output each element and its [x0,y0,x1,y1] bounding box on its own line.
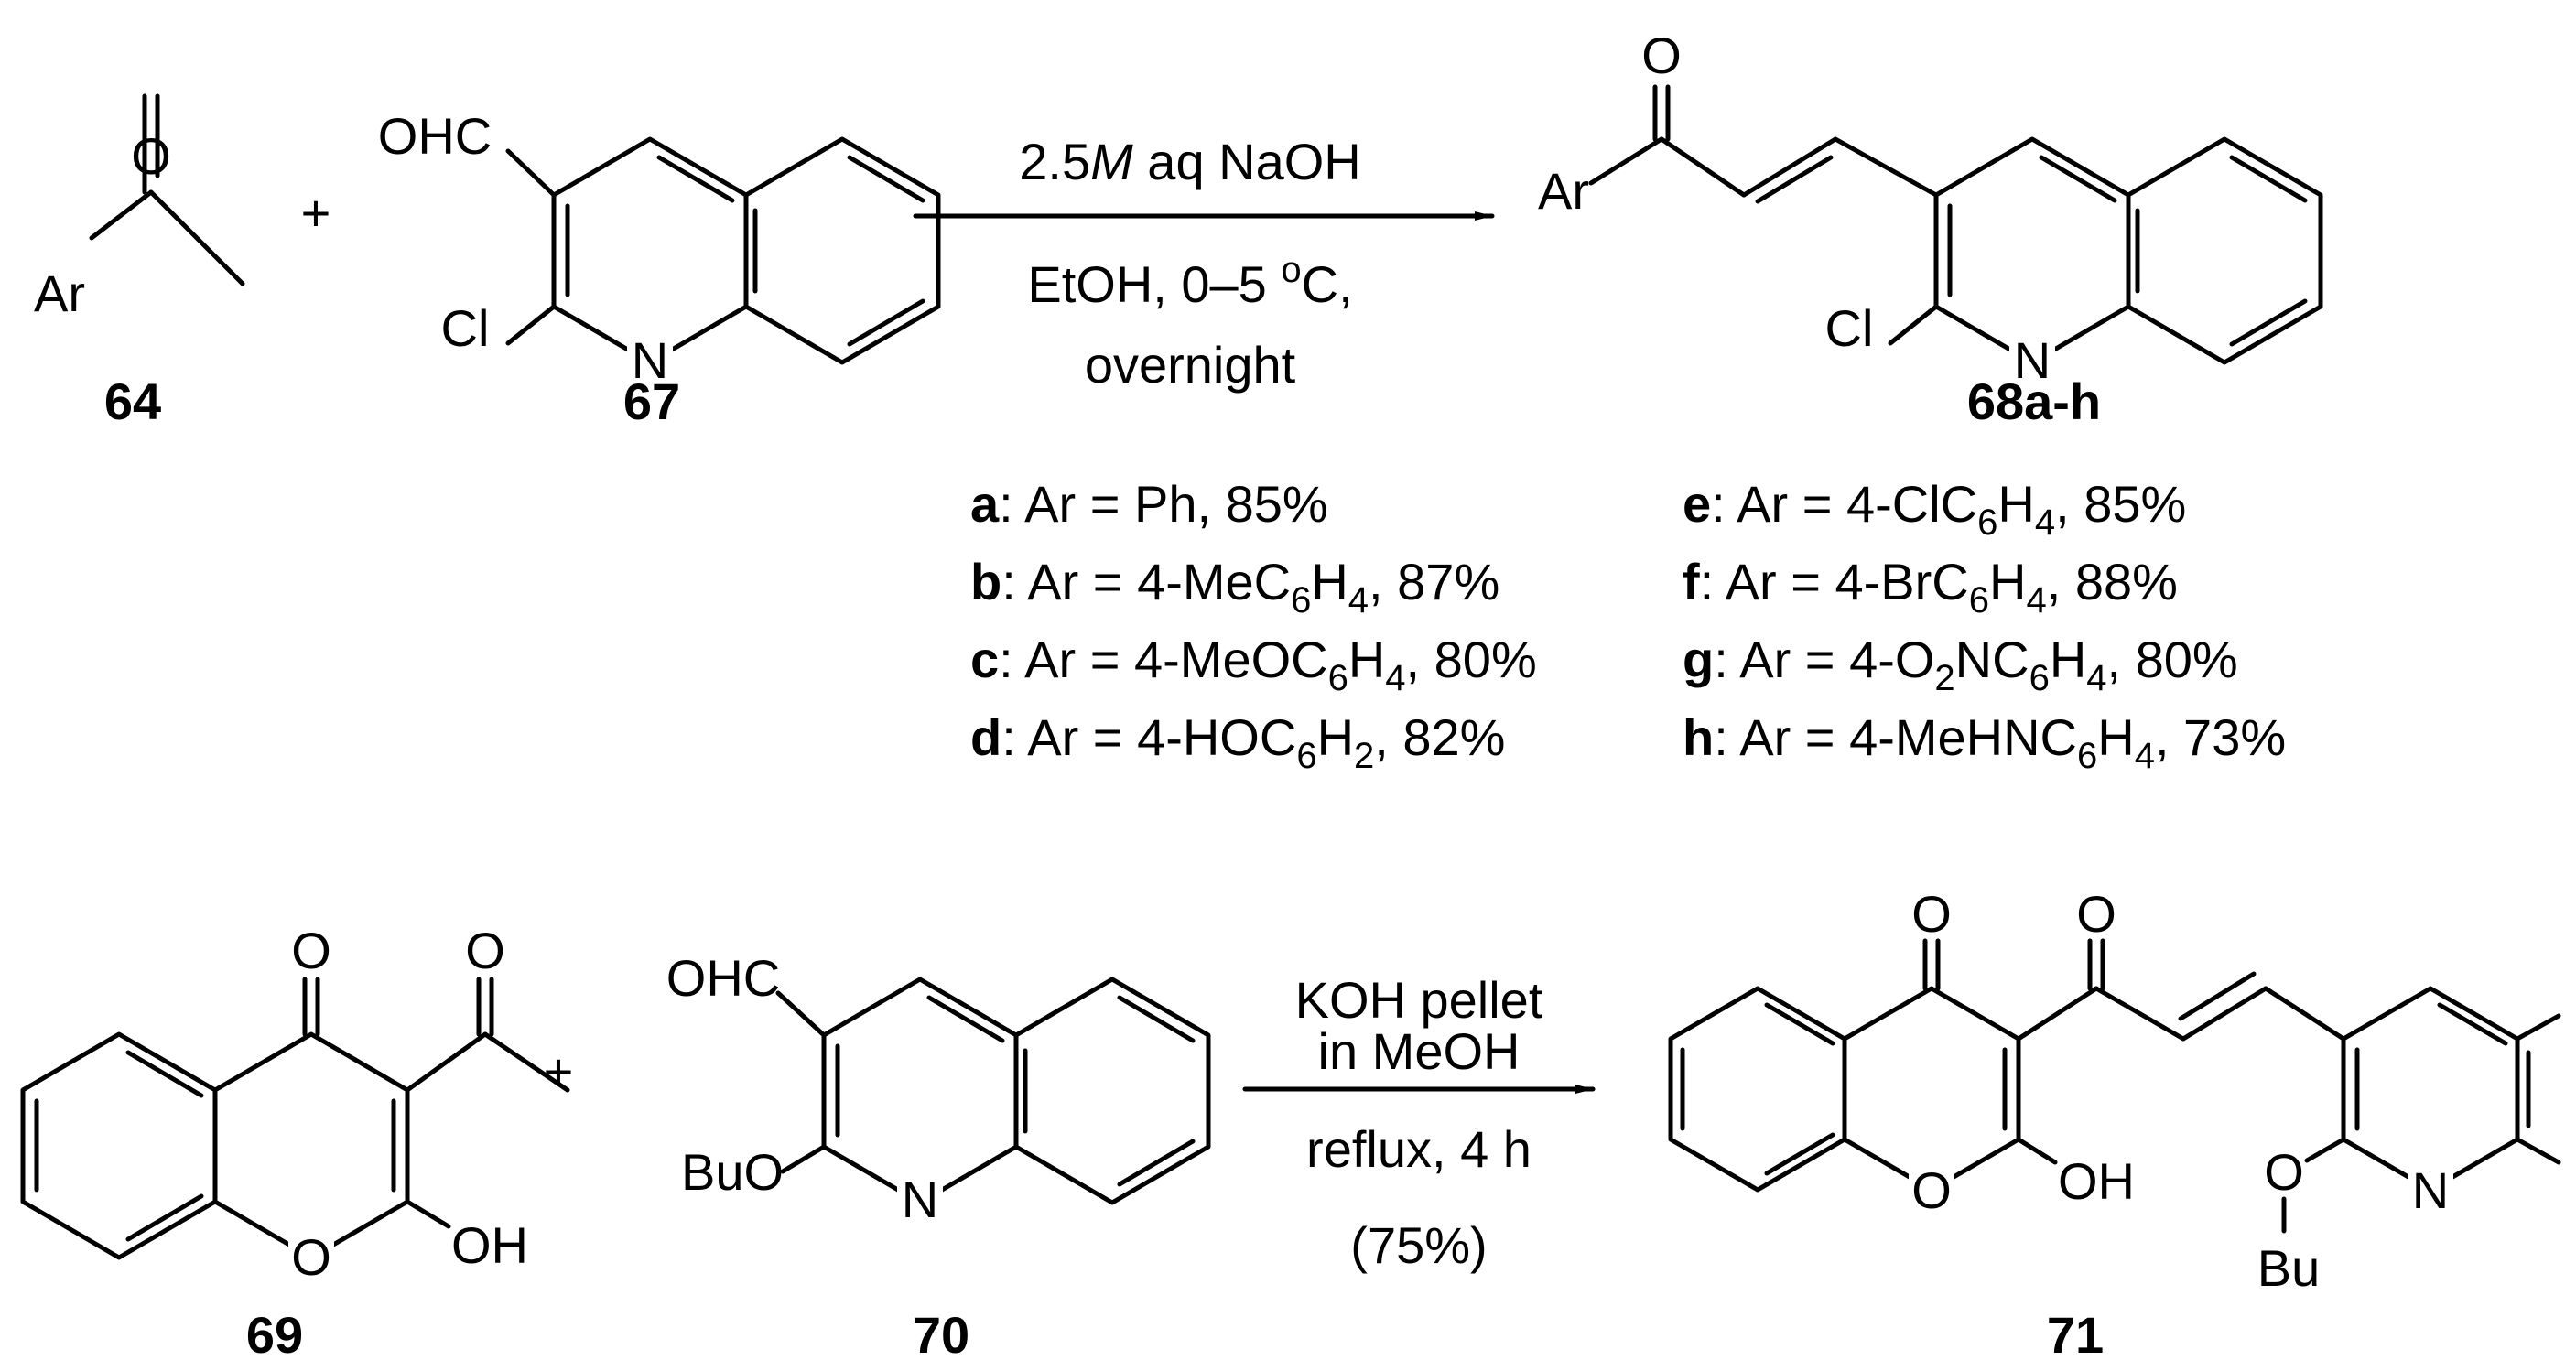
compound-70: OHC BuO N 70 [666,949,1211,1364]
oxygen-atom: O [291,922,331,979]
butyl-group: Bu [2257,1239,2321,1297]
oxygen-atom: O [291,1228,331,1286]
aldehyde-group: OHC [666,949,780,1007]
conditions-line-2: EtOH, 0–5 oC, [1027,250,1352,313]
plus-sign: + [544,1042,574,1100]
oxygen-atom: O [2076,885,2116,943]
variant-f: f: Ar = 4-BrC6H4, 88% [1683,553,2178,621]
plus-sign: + [301,184,331,242]
conditions-line-1: KOH pellet [1295,971,1543,1029]
variant-b: b: Ar = 4-MeC6H4, 87% [970,553,1499,621]
compound-69: O O O OH 69 [20,922,570,1364]
variant-a: a: Ar = Ph, 85% [970,475,1328,533]
oxygen-atom: O [1641,27,1682,84]
oxygen-atom: O [1911,885,1952,943]
compound-label-67: 67 [623,372,680,430]
compound-71: O O OH O N O Bu 71 [1668,885,2561,1364]
conditions-line-3: overnight [1085,336,1296,394]
nitrogen-atom: N [2014,331,2051,389]
chlorine-atom: Cl [1825,299,1874,357]
ar-group: Ar [1538,162,1589,220]
oxygen-atom: O [1911,1161,1952,1219]
variant-d: d: Ar = 4-HOC6H2, 82% [970,708,1505,776]
conditions-line-1: 2.5M aq NaOH [1019,133,1361,190]
compound-68: O Ar Cl N 68a-h [1538,27,2323,430]
variant-e: e: Ar = 4-ClC6H4, 85% [1683,475,2186,543]
compound-label-71: 71 [2047,1306,2104,1364]
variant-c: c: Ar = 4-MeOC6H4, 80% [970,631,1537,698]
nitrogen-atom: N [632,331,668,389]
variant-g: g: Ar = 4-O2NC6H4, 80% [1683,631,2238,698]
compound-label-70: 70 [913,1306,969,1364]
chlorine-atom: Cl [441,299,490,357]
conditions-line-4: (75%) [1350,1216,1487,1274]
variant-list: a: Ar = Ph, 85% b: Ar = 4-MeC6H4, 87% c:… [970,475,2286,776]
hydroxyl-group: OH [2058,1152,2135,1210]
compound-64: O Ar 64 [34,93,245,430]
oxygen-atom: O [131,127,171,185]
conditions-line-3: reflux, 4 h [1306,1120,1532,1178]
oxygen-atom: O [2264,1143,2304,1201]
hydroxyl-group: OH [451,1216,528,1274]
oxygen-atom: O [465,922,505,979]
variant-h: h: Ar = 4-MeHNC6H4, 73% [1683,708,2286,776]
nitrogen-atom: N [2412,1161,2449,1219]
compound-label-68: 68a-h [1967,372,2101,430]
ar-group: Ar [34,264,85,322]
compound-label-64: 64 [104,372,161,430]
aldehyde-group: OHC [378,107,492,165]
butoxy-group: BuO [681,1143,784,1201]
compound-label-69: 69 [246,1306,303,1364]
compound-67: OHC Cl N 67 [378,107,941,430]
conditions-line-2: in MeOH [1318,1022,1521,1080]
nitrogen-atom: N [902,1171,938,1228]
